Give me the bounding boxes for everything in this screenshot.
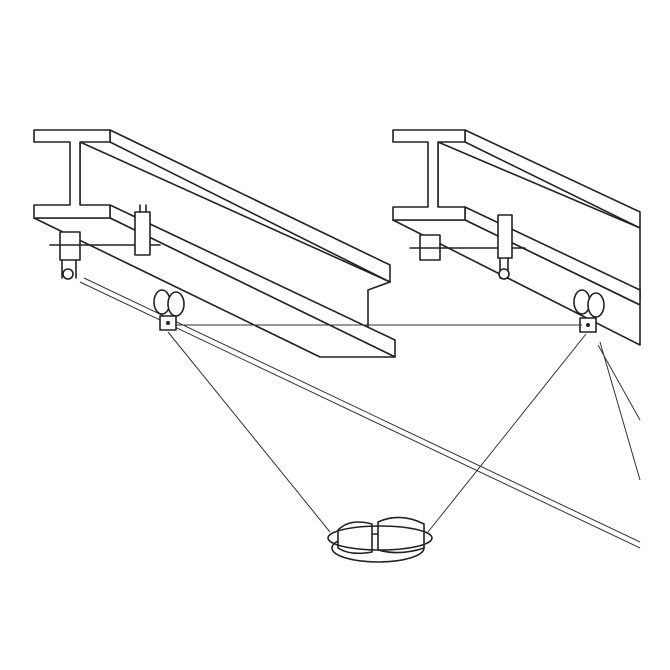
left-beam-clamp xyxy=(49,204,161,280)
right-beam-clamp xyxy=(409,214,526,280)
left-pulley xyxy=(153,289,185,331)
rigging-cables xyxy=(167,324,587,533)
right-i-beam xyxy=(392,129,641,346)
left-i-beam xyxy=(33,129,396,358)
suspended-load xyxy=(327,516,433,563)
right-pulley xyxy=(573,289,605,333)
